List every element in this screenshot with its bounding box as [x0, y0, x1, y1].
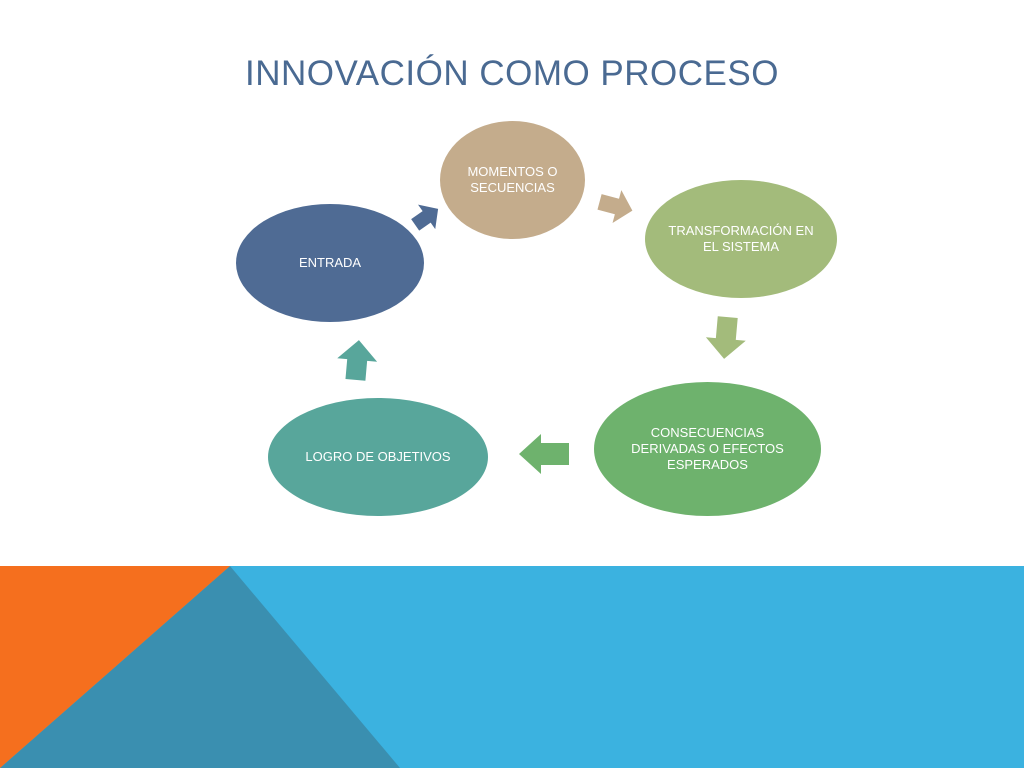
node-transformacion-label: TRANSFORMACIÓN EN EL SISTEMA	[668, 223, 814, 254]
slide-title: INNOVACIÓN COMO PROCESO	[245, 54, 779, 93]
arrow-logro-to-entrada	[337, 340, 378, 381]
node-entrada-label: ENTRADA	[298, 255, 362, 270]
footer-band-orange-triangle	[0, 566, 230, 768]
node-consecuencias-label: CONSECUENCIAS DERIVADAS O EFECTOS ESPERA…	[631, 425, 784, 472]
arrow-momentos-to-transformacion	[597, 190, 633, 223]
arrow-consecuencias-to-logro	[519, 434, 569, 474]
node-consecuencias-derivadas: CONSECUENCIAS DERIVADAS O EFECTOS ESPERA…	[594, 382, 821, 516]
footer-band-dark-triangle	[0, 566, 400, 768]
decorative-footer-band	[0, 566, 1024, 768]
arrow-transformacion-to-consecuencias	[705, 316, 746, 359]
cycle-arrows	[337, 190, 746, 474]
node-momentos-o-secuencias: MOMENTOS O SECUENCIAS	[440, 121, 585, 239]
node-transformacion-en-el-sistema: TRANSFORMACIÓN EN EL SISTEMA	[645, 180, 837, 298]
node-momentos-label: MOMENTOS O SECUENCIAS	[467, 164, 558, 195]
node-logro-label: LOGRO DE OBJETIVOS	[305, 449, 451, 464]
node-logro-de-objetivos: LOGRO DE OBJETIVOS	[268, 398, 488, 516]
arrow-entrada-to-momentos	[411, 204, 439, 231]
process-cycle-diagram: ENTRADA MOMENTOS O SECUENCIAS TRANSFORMA…	[236, 121, 837, 516]
node-entrada: ENTRADA	[236, 204, 424, 322]
